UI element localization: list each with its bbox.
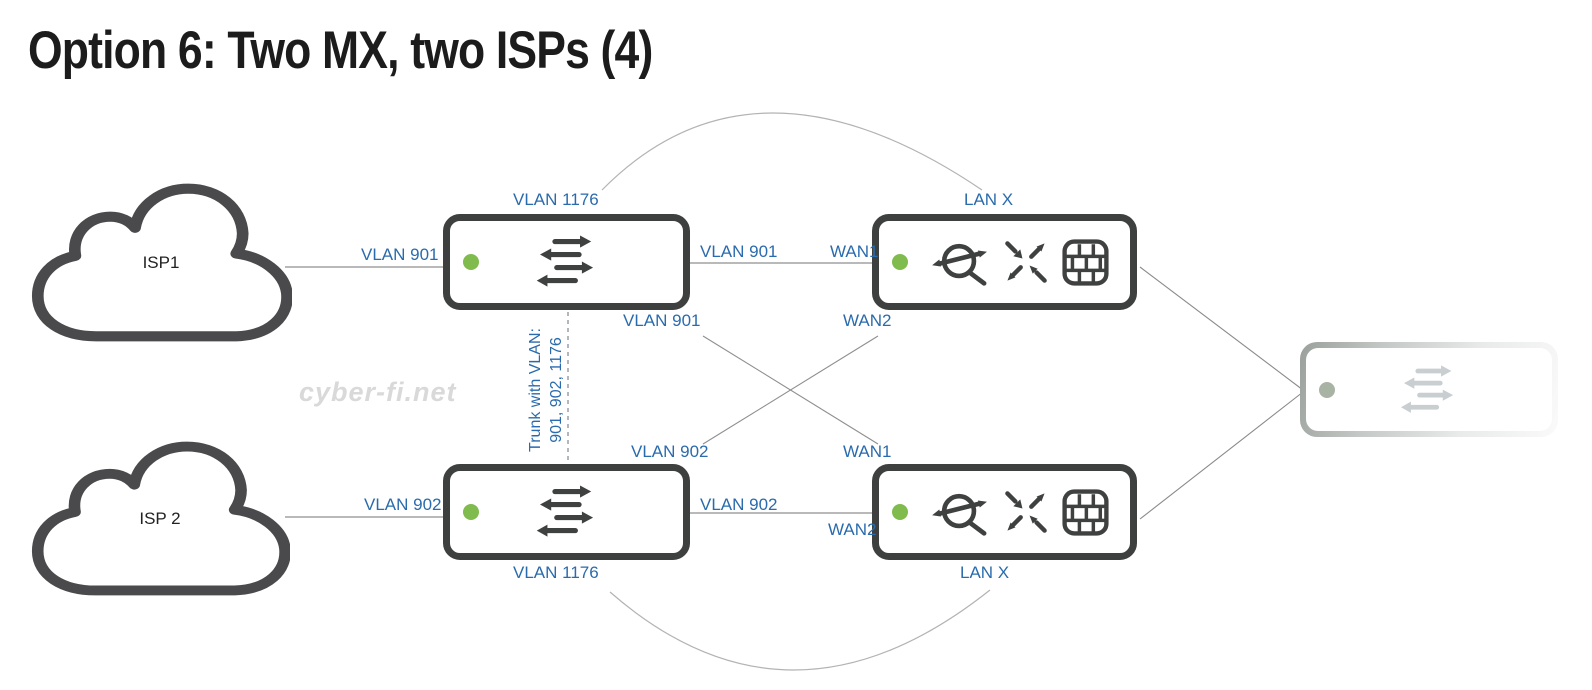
cloud-icon: [31, 441, 290, 596]
link-mx1-switch2-cross: [702, 335, 879, 445]
label-link2-vlan: VLAN 902: [700, 495, 778, 514]
label-switch1-top: VLAN 1176: [513, 190, 599, 209]
mx-icon-group: [908, 236, 1130, 288]
switch1-device: [443, 214, 690, 310]
isp1-cloud: ISP1: [30, 182, 292, 343]
link-mx1-spare-switch: [1139, 266, 1304, 391]
isp2-cloud: ISP 2: [30, 440, 290, 597]
arc-switch1-mx1-lan: [601, 112, 983, 191]
arc-switch2-mx2-lan: [609, 589, 991, 671]
isp2-label: ISP 2: [139, 508, 181, 528]
label-link1-vlan: VLAN 901: [700, 242, 778, 261]
status-dot: [1319, 381, 1335, 398]
mx1-device: [872, 214, 1137, 310]
label-isp1-link: VLAN 901: [361, 245, 439, 264]
trunk-label-line2: 901, 902, 1176: [548, 337, 565, 443]
page-title: Option 6: Two MX, two ISPs (4): [28, 21, 653, 80]
label-mx2-wan1: WAN1: [843, 442, 892, 461]
status-dot: [463, 504, 479, 520]
router-icon: [931, 493, 987, 536]
mx-icon-group: [908, 486, 1130, 538]
label-isp2-link: VLAN 902: [364, 495, 442, 514]
label-switch2-top: VLAN 902: [631, 442, 709, 461]
status-dot: [892, 504, 908, 520]
switch-icon: [536, 485, 593, 537]
firewall-icon: [1061, 488, 1109, 536]
mx2-device: [872, 464, 1137, 560]
label-switch2-bottom: VLAN 1176: [513, 563, 599, 582]
crossing-arrows-icon: [1004, 491, 1047, 533]
firewall-icon: [1061, 238, 1109, 286]
router-icon: [931, 243, 987, 286]
watermark: cyber-fi.net: [299, 377, 457, 407]
status-dot: [892, 254, 908, 270]
crossing-arrows-icon: [1004, 241, 1047, 283]
trunk-label-line1: Trunk with VLAN:: [527, 328, 544, 452]
switch2-device: [443, 464, 690, 560]
label-link1-port: WAN1: [830, 242, 879, 261]
status-dot: [463, 254, 479, 270]
label-mx2-lanx: LAN X: [960, 563, 1010, 582]
spare-switch-device: [1300, 342, 1558, 437]
switch-icon: [1400, 364, 1454, 413]
switch-icon: [536, 235, 593, 287]
label-switch1-bottom: VLAN 901: [623, 311, 701, 330]
link-mx2-spare-switch: [1139, 391, 1304, 520]
label-link2-port: WAN2: [828, 520, 877, 539]
label-mx1-lanx: LAN X: [964, 190, 1014, 209]
label-mx1-wan2: WAN2: [843, 311, 892, 330]
isp1-label: ISP1: [142, 252, 180, 272]
cloud-icon: [31, 183, 292, 342]
